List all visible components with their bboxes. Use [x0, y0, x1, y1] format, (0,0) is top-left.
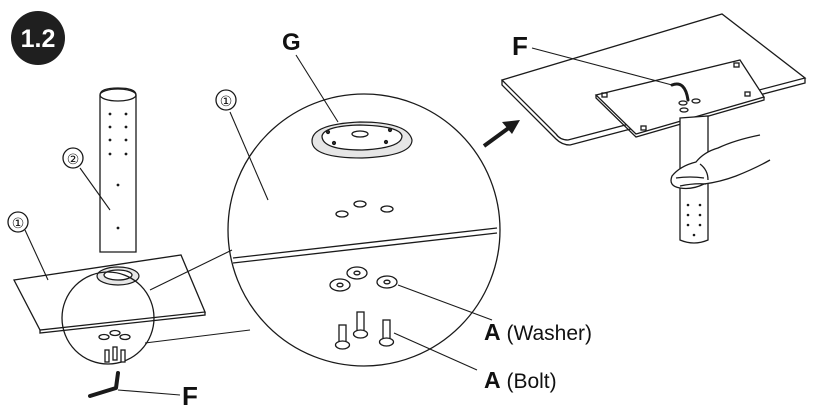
part-f-label-bottom: F — [182, 381, 198, 411]
bolts — [334, 311, 395, 350]
step-badge: 1.2 — [11, 11, 65, 65]
small-washers — [98, 329, 131, 341]
allen-key-in-use-icon — [670, 82, 690, 102]
washer-letter: A — [484, 319, 501, 345]
part-1-marker-zoom: ① — [220, 94, 233, 110]
part-2-marker: ② — [67, 152, 80, 168]
allen-key-icon — [88, 371, 120, 398]
step-number: 1.2 — [21, 25, 56, 53]
arrow-right-icon — [482, 120, 520, 148]
part-1-marker-left: ① — [12, 216, 25, 232]
part-f-label-right: F — [512, 31, 528, 61]
bolt-label: A (Bolt) — [484, 367, 557, 393]
large-zoom-circle — [227, 93, 501, 367]
base-plate-part-1 — [13, 254, 206, 334]
washer-label: A (Washer) — [484, 319, 592, 345]
bolt-text: (Bolt) — [501, 370, 557, 393]
part-g-label: G — [282, 29, 301, 56]
washers — [329, 266, 398, 292]
assembled-table — [500, 13, 807, 244]
bolt-letter: A — [484, 367, 501, 393]
small-bolts — [104, 346, 126, 363]
small-zoom-circle — [61, 271, 155, 365]
hand-icon — [670, 134, 771, 190]
washer-text: (Washer) — [501, 322, 592, 345]
column-part-2 — [99, 87, 137, 253]
